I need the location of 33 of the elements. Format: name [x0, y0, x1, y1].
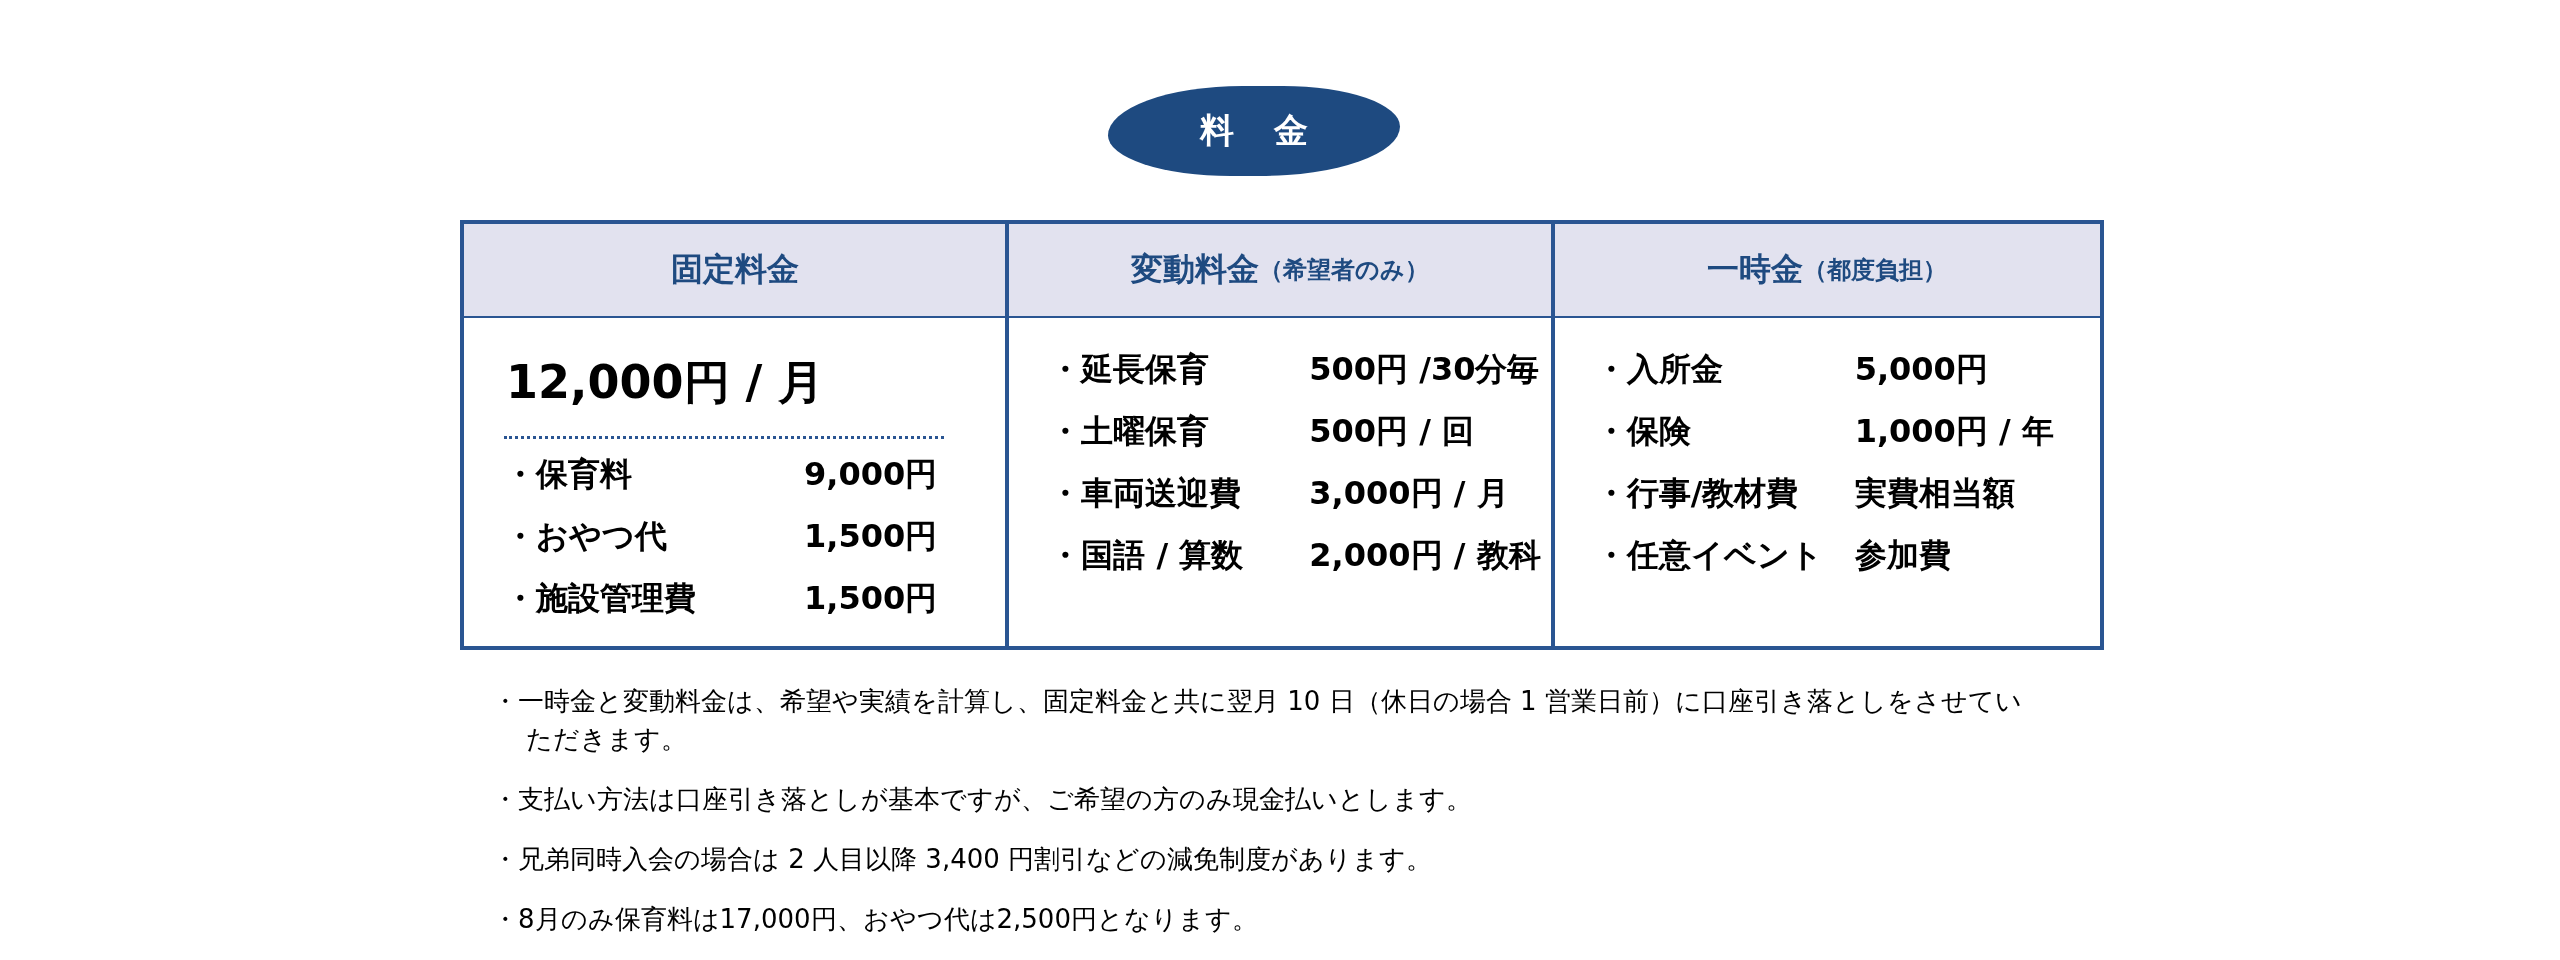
fee-amount: 1,500円: [804, 578, 938, 619]
fee-amount: 実費相当額: [1854, 473, 2015, 514]
fee-item: ・入所金: [1594, 349, 1724, 390]
fee-item: ・保育料: [504, 454, 633, 495]
fee-amount: 1,500円: [804, 516, 938, 557]
fee-item: ・国語 / 算数: [1049, 535, 1245, 576]
note-text: ・兄弟同時入会の場合は 2 人目以降 3,400 円割引などの減免制度があります。: [492, 843, 1434, 876]
fee-item: ・任意イベント: [1594, 535, 1824, 576]
fee-item: ・施設管理費: [504, 578, 697, 619]
heading-note: （希望者のみ）: [1259, 255, 1429, 286]
fee-amount: 9,000円: [804, 454, 938, 495]
title-badge: 料金: [1108, 86, 1400, 176]
fee-amount: 500円 /30分毎: [1309, 349, 1540, 390]
fee-item: ・土曜保育: [1049, 411, 1211, 452]
note-text: ・8月のみ保育料は17,000円、おやつ代は2,500円となります。: [492, 903, 1259, 936]
note-text: ・支払い方法は口座引き落としが基本ですが、ご希望の方のみ現金払いとします。: [492, 783, 1473, 816]
fee-amount: 1,000円 / 年: [1854, 411, 2054, 452]
fee-amount: 2,000円 / 教科: [1309, 535, 1541, 576]
fee-amount: 参加費: [1854, 535, 1951, 576]
fee-amount: 5,000円: [1854, 349, 1988, 390]
fee-item: ・行事/教材費: [1594, 473, 1800, 514]
column-heading: 一時金: [1707, 249, 1804, 290]
column-heading: 固定料金: [670, 249, 799, 290]
fee-amount: 500円 / 回: [1309, 411, 1475, 452]
fee-item: ・延長保育: [1049, 349, 1211, 390]
column-heading: 変動料金: [1131, 249, 1259, 290]
fee-item: ・保険: [1594, 411, 1692, 452]
note-text: ・一時金と変動料金は、希望や実績を計算し、固定料金と共に翌月 10 日（休日の場合 1 営業日前）に口座引き落としをさせていただきます。: [492, 685, 2023, 756]
fee-item: ・おやつ代: [504, 516, 668, 557]
fee-amount: 3,000円 / 月: [1309, 473, 1509, 514]
total-fee: 12,000円 / 月: [506, 354, 825, 411]
heading-note: （都度負担）: [1803, 255, 1948, 286]
fee-item: ・車両送迎費: [1049, 473, 1243, 514]
